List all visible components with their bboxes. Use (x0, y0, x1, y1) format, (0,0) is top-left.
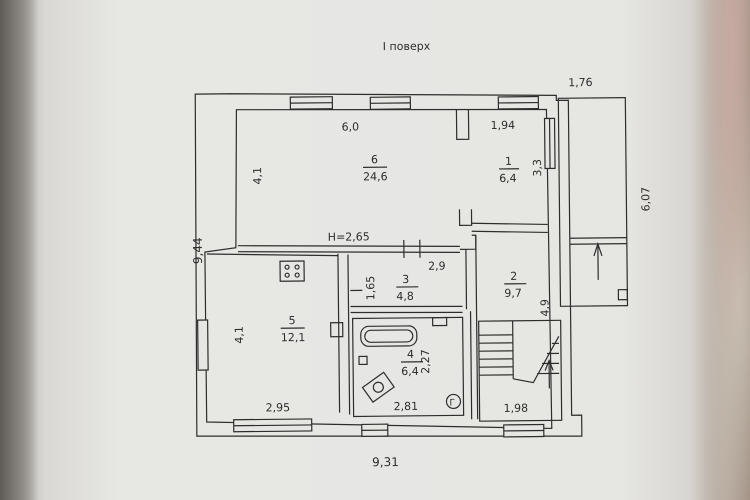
dim-room1-height: 3,3 (531, 159, 544, 177)
wall-room2-left-2 (469, 311, 473, 420)
boiler-icon (445, 393, 462, 410)
wall-room3-right (465, 249, 468, 310)
dim-room2-height: 4,9 (538, 299, 551, 317)
dim-porch-width: 1,76 (568, 76, 593, 89)
stove-icon (279, 260, 305, 282)
room4-number: 4 (407, 348, 414, 361)
room2-number: 2 (510, 270, 517, 283)
stairs-right (513, 336, 560, 389)
porch-post (617, 289, 629, 301)
background-fabric (690, 0, 750, 500)
wall-room3-bottom-2 (350, 311, 463, 314)
bathtub-inner (364, 329, 414, 343)
room5-number: 5 (289, 314, 296, 327)
plan-title: І поверх (383, 40, 431, 54)
wall-room6-bottom-2 (237, 251, 460, 253)
paper-edge-shadow (0, 0, 38, 500)
stove-burner-4 (294, 272, 300, 278)
room6-area: 24,6 (363, 170, 388, 183)
dim-total-width: 9,31 (372, 455, 399, 469)
wall-room3-top-right (459, 234, 477, 250)
stairs-left (478, 320, 514, 379)
room3-number: 3 (402, 273, 409, 286)
dim-room6-width: 6,0 (342, 120, 360, 133)
door-room4 (431, 316, 448, 327)
outer-wall-outer (194, 93, 583, 437)
dim-total-height: 9,44 (191, 237, 205, 264)
room2-area: 9,7 (504, 287, 522, 300)
porch-outline (557, 97, 629, 307)
stove-burner-2 (294, 264, 300, 270)
sink (358, 355, 368, 366)
dim-room3-width: 2,9 (428, 260, 446, 273)
wall-room1-bottom (471, 222, 548, 226)
room3-area: 4,8 (396, 290, 414, 303)
dim-room4-width: 2,81 (393, 400, 418, 413)
dim-room1-width: 1,94 (491, 119, 516, 132)
wall-room5-top (206, 253, 338, 257)
stove-burner-1 (284, 264, 290, 270)
room5-area: 12,1 (281, 331, 306, 344)
porch-arrow-head (593, 242, 603, 257)
window-bottom-1-pane (233, 424, 312, 427)
wall-room6-room1-low (458, 209, 473, 226)
dim-room3-height: 1,65 (364, 276, 377, 301)
stair-box (478, 319, 563, 422)
room4-outline (352, 316, 465, 418)
dim-room4-height: 2,27 (419, 349, 432, 374)
door-room5 (330, 321, 344, 338)
wall-room6-bottom (237, 245, 460, 247)
stove-burner-3 (284, 272, 290, 278)
wall-room3-bottom (350, 305, 463, 308)
wall-room1-bottom-2 (471, 230, 548, 234)
outer-wall-inner (204, 108, 553, 430)
wall-room5-right-2 (347, 254, 351, 415)
window-left-1 (197, 319, 209, 371)
wall-room5-right (337, 253, 341, 413)
wall-room6-room1 (455, 109, 470, 141)
dim-stair-width: 1,98 (503, 402, 528, 415)
washing-machine-drum (372, 381, 384, 393)
room1-area: 6,4 (499, 172, 517, 185)
room1-number: 1 (505, 155, 512, 168)
room6-number: 6 (371, 153, 378, 166)
washing-machine (361, 371, 395, 403)
room4-area: 6,4 (401, 365, 419, 378)
dim-porch-length: 6,07 (639, 187, 652, 212)
dim-room5-width: 2,95 (265, 401, 290, 414)
porch-inner-line (569, 237, 627, 239)
wall-room2-left (475, 235, 479, 420)
dim-ceiling-height: H=2,65 (328, 230, 370, 243)
dim-room5-height: 4,1 (233, 326, 246, 344)
bathtub (360, 325, 418, 347)
dim-room6-height: 4,1 (251, 167, 264, 185)
boiler-symbol: Г (449, 398, 455, 408)
window-right-1-pane (548, 118, 551, 169)
